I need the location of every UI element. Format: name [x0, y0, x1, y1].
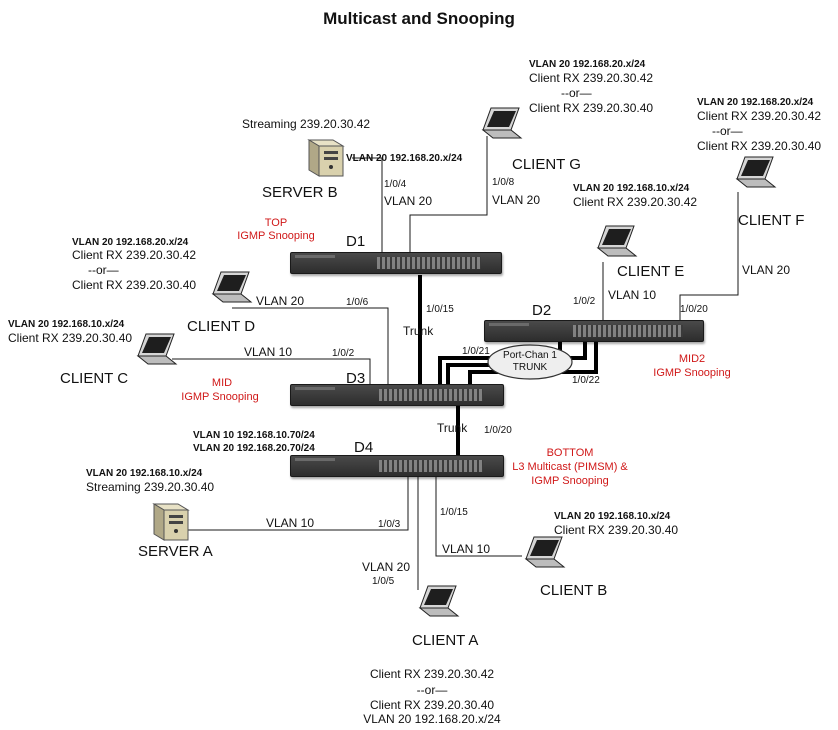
client-a-port: 1/0/5 [372, 576, 395, 587]
client-g-port: 1/0/8 [492, 177, 515, 188]
d4-role: BOTTOM [546, 447, 594, 459]
client-f-or: --or— [712, 124, 743, 138]
client-c-rx: Client RX 239.20.30.40 [8, 331, 133, 345]
link-serverb-d1 [352, 157, 383, 252]
trunk-d1-d3-port: 1/0/15 [426, 304, 454, 315]
server-b-stream: Streaming 239.20.30.42 [242, 117, 371, 131]
client-d-or: --or— [88, 263, 119, 277]
client-g-name: CLIENT G [512, 156, 581, 173]
client-a-rx2: Client RX 239.20.30.40 [369, 698, 495, 712]
link-clientg-d1 [409, 136, 488, 252]
port-channel-port-b: 1/0/22 [572, 375, 600, 386]
client-f-laptop-icon [735, 156, 777, 188]
port-channel-trunk: TRUNK [512, 362, 548, 373]
d4-feature-2: IGMP Snooping [531, 475, 609, 487]
link-clientf-d2 [679, 192, 739, 320]
d2-role: MID2 [678, 353, 706, 365]
d2-name: D2 [532, 302, 552, 319]
client-d-name: CLIENT D [187, 318, 256, 335]
trunk-d1-d3-label: Trunk [403, 324, 434, 338]
client-b-port: 1/0/15 [440, 507, 468, 518]
server-a-stream: Streaming 239.20.30.40 [86, 480, 215, 494]
link-clientd-d3 [232, 307, 389, 384]
client-g-laptop-icon [481, 107, 523, 139]
switch-d4 [290, 455, 504, 477]
client-a-vlan-ip: VLAN 20 192.168.20.x/24 [363, 712, 501, 726]
client-g-rx2: Client RX 239.20.30.40 [529, 101, 654, 115]
client-d-port: 1/0/6 [346, 297, 369, 308]
client-c-vlan: VLAN 10 [244, 345, 293, 359]
client-f-port: 1/0/20 [680, 304, 708, 315]
client-d-vlan-ip: VLAN 20 192.168.20.x/24 [72, 237, 189, 248]
client-b-name: CLIENT B [540, 582, 608, 599]
client-c-name: CLIENT C [60, 370, 129, 387]
port-channel-label: Port-Chan 1 [503, 350, 557, 361]
client-f-rx2: Client RX 239.20.30.40 [697, 139, 822, 153]
client-e-name: CLIENT E [617, 263, 685, 280]
client-a-name: CLIENT A [412, 632, 479, 649]
server-b-port: 1/0/4 [384, 179, 407, 190]
server-a-name: SERVER A [138, 543, 213, 560]
trunk-d3-d4-label: Trunk [437, 421, 468, 435]
client-c-vlan-ip: VLAN 20 192.168.10.x/24 [8, 319, 125, 330]
d1-feature: IGMP Snooping [237, 230, 315, 242]
client-f-vlan: VLAN 20 [742, 263, 791, 277]
d4-ip-1: VLAN 10 192.168.10.70/24 [193, 430, 315, 441]
d1-name: D1 [346, 233, 366, 250]
client-e-laptop-icon [596, 225, 638, 257]
d2-feature: IGMP Snooping [653, 367, 731, 379]
client-b-vlan: VLAN 10 [442, 542, 491, 556]
trunk-d3-d4-port: 1/0/20 [484, 425, 512, 436]
switch-d2 [484, 320, 704, 342]
d4-name: D4 [354, 439, 374, 456]
link-clientb-d4 [435, 474, 522, 557]
client-f-name: CLIENT F [738, 212, 805, 229]
client-g-or: --or— [561, 86, 592, 100]
switch-d1 [290, 252, 502, 274]
client-d-rx2: Client RX 239.20.30.40 [72, 278, 197, 292]
switch-d3 [290, 384, 504, 406]
client-g-vlan-ip: VLAN 20 192.168.20.x/24 [529, 59, 646, 70]
d3-feature: IGMP Snooping [181, 391, 259, 403]
client-a-vlan: VLAN 20 [362, 560, 411, 574]
port-channel-port-a: 1/0/21 [462, 346, 490, 357]
client-b-rx: Client RX 239.20.30.40 [554, 523, 679, 537]
client-e-rx: Client RX 239.20.30.42 [573, 195, 698, 209]
client-e-vlan-ip: VLAN 20 192.168.10.x/24 [573, 183, 690, 194]
client-f-rx1: Client RX 239.20.30.42 [697, 109, 822, 123]
client-a-laptop-icon [418, 585, 460, 617]
client-b-laptop-icon [524, 536, 566, 568]
client-e-port: 1/0/2 [573, 296, 596, 307]
client-d-rx1: Client RX 239.20.30.42 [72, 248, 197, 262]
server-b-name: SERVER B [262, 184, 338, 201]
client-d-laptop-icon [211, 271, 253, 303]
client-c-port: 1/0/2 [332, 348, 355, 359]
client-g-rx1: Client RX 239.20.30.42 [529, 71, 654, 85]
d4-feature-1: L3 Multicast (PIMSM) & [512, 461, 628, 473]
client-d-vlan: VLAN 20 [256, 294, 305, 308]
server-a-vlan: VLAN 10 [266, 516, 315, 530]
d3-name: D3 [346, 370, 366, 387]
client-b-vlan-ip: VLAN 20 192.168.10.x/24 [554, 511, 671, 522]
d1-role: TOP [264, 217, 288, 229]
server-b-vlan-ip: VLAN 20 192.168.20.x/24 [346, 153, 463, 164]
client-c-laptop-icon [136, 333, 178, 365]
server-a-port: 1/0/3 [378, 519, 401, 530]
server-a-vlan-ip: VLAN 20 192.168.10.x/24 [86, 468, 203, 479]
d3-role: MID [211, 377, 233, 389]
link-servera-d4 [188, 474, 409, 531]
d4-ip-2: VLAN 20 192.168.20.70/24 [193, 443, 315, 454]
server-a-icon [152, 503, 190, 541]
client-e-vlan: VLAN 10 [608, 288, 657, 302]
server-b-icon [307, 139, 345, 177]
client-g-vlan: VLAN 20 [492, 193, 541, 207]
client-a-rx1: Client RX 239.20.30.42 [369, 667, 495, 681]
client-f-vlan-ip: VLAN 20 192.168.20.x/24 [697, 97, 814, 108]
server-b-vlan: VLAN 20 [384, 194, 433, 208]
port-channel-ellipse [487, 344, 573, 380]
client-a-or: --or— [416, 683, 448, 697]
diagram-title: Multicast and Snooping [323, 9, 515, 28]
link-clientc-d3 [172, 358, 371, 384]
